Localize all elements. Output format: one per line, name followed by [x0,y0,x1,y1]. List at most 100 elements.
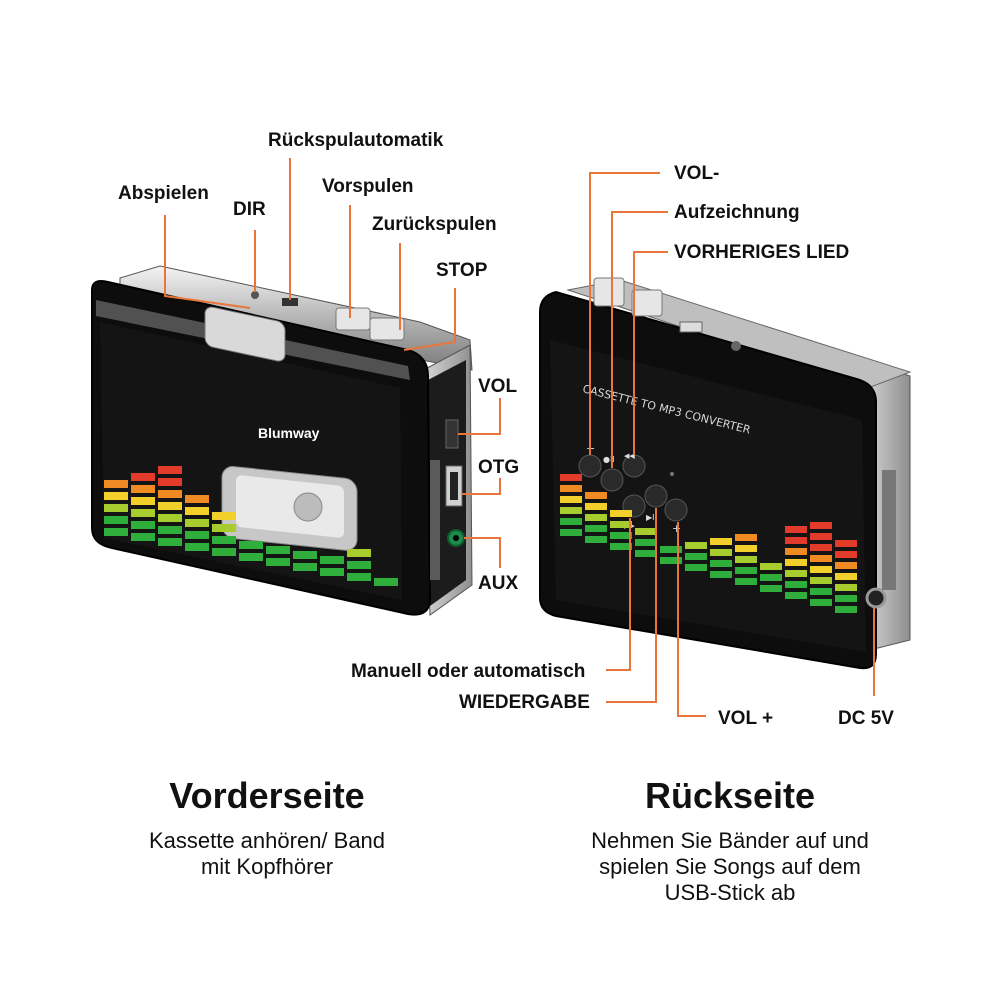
eq-segment [785,548,807,555]
eq-segment [835,562,857,569]
eq-segment [685,564,707,571]
eq-segment [185,543,209,551]
eq-segment [158,514,182,522]
leader-manuell [606,518,631,671]
label-otg: OTG [478,457,520,478]
eq-segment [239,553,263,561]
eq-segment [835,606,857,613]
eq-segment [760,585,782,592]
eq-segment [835,540,857,547]
label-vol: VOL [478,376,518,397]
leader-abspielen [164,215,251,309]
btn-rec-glyph: ●II [603,455,615,464]
eq-segment [585,525,607,532]
eq-segment [835,551,857,558]
leader-vol [458,398,501,435]
btn-play-glyph: ▶II [646,513,657,522]
leader-aux [464,537,501,568]
eq-segment [560,507,582,514]
eq-segment [610,521,632,528]
eq-segment [347,573,371,581]
back-equalizer-graphic [560,474,857,613]
eq-segment [835,595,857,602]
eq-segment [785,537,807,544]
eq-segment [158,526,182,534]
eq-segment [610,510,632,517]
eq-segment [810,544,832,551]
eq-segment [158,466,182,474]
eq-segment [735,556,757,563]
label-zurueckspulen: Zurückspulen [372,214,497,235]
eq-segment [810,555,832,562]
label-abspielen: Abspielen [118,183,209,204]
front-subtitle: Kassette anhören/ Band mit Kopfhörer [148,828,386,879]
eq-segment [635,550,657,557]
label-vol-minus: VOL- [674,163,720,184]
eq-segment [239,541,263,549]
eq-segment [158,502,182,510]
eq-segment [810,566,832,573]
eq-segment [785,592,807,599]
back-title: Rückseite [644,775,816,816]
callout-leader-lines [164,158,875,717]
eq-segment [158,490,182,498]
eq-segment [735,567,757,574]
eq-segment [785,526,807,533]
eq-segment [212,524,236,532]
leader-vorheriges-lied [633,251,668,455]
eq-segment [131,473,155,481]
eq-segment [320,556,344,564]
eq-segment [212,548,236,556]
eq-segment [835,584,857,591]
eq-segment [810,588,832,595]
eq-segment [293,563,317,571]
leader-vol-minus [589,172,660,455]
eq-segment [835,573,857,580]
label-rueckspulautomatik: Rückspulautomatik [268,130,444,151]
eq-segment [660,546,682,553]
eq-segment [185,507,209,515]
eq-segment [320,568,344,576]
eq-segment [785,559,807,566]
eq-segment [685,553,707,560]
leader-aufzeichnung [611,211,668,468]
eq-segment [710,571,732,578]
leader-stop [403,288,456,351]
back-subtitle: Nehmen Sie Bänder auf und spielen Sie So… [591,828,869,905]
btn-prev-glyph: ◀◀ [624,452,635,460]
eq-segment [610,532,632,539]
eq-segment [158,538,182,546]
label-wiedergabe: WIEDERGABE [459,692,590,713]
eq-segment [735,545,757,552]
eq-segment [560,485,582,492]
eq-segment [810,599,832,606]
eq-segment [185,519,209,527]
eq-segment [735,578,757,585]
eq-segment [635,539,657,546]
leader-otg [462,478,501,495]
eq-segment [685,542,707,549]
eq-segment [710,538,732,545]
eq-segment [760,563,782,570]
label-manuell: Manuell oder automatisch [351,661,586,682]
eq-segment [104,516,128,524]
eq-segment [560,496,582,503]
eq-segment [266,546,290,554]
label-stop: STOP [436,260,488,281]
eq-segment [660,557,682,564]
front-title: Vorderseite [169,775,365,816]
eq-segment [810,533,832,540]
eq-segment [585,492,607,499]
label-aux: AUX [478,573,519,594]
label-dir: DIR [233,199,266,220]
label-vorheriges-lied: VORHERIGES LIED [674,242,850,263]
btn-plus-glyph: + [672,522,681,535]
eq-segment [585,536,607,543]
eq-segment [585,514,607,521]
eq-segment [131,485,155,493]
eq-segment [266,558,290,566]
eq-segment [212,512,236,520]
eq-segment [347,549,371,557]
